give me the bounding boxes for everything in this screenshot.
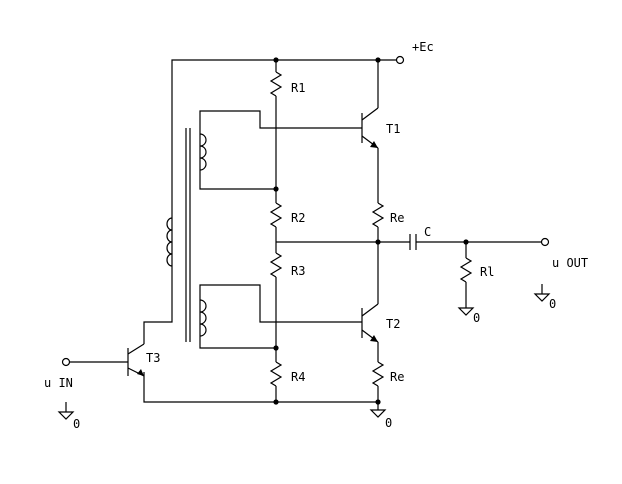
output-label: u OUT (552, 256, 588, 270)
resistor-rl (459, 242, 473, 308)
r3-label: R3 (291, 264, 305, 278)
supply-terminal[interactable] (395, 55, 405, 65)
transistor-t3 (127, 270, 173, 377)
gnd-load-label: 0 (473, 311, 480, 325)
transistor-t2 (361, 242, 379, 343)
resistor-r4 (269, 348, 283, 402)
lower-secondary-winding (199, 284, 362, 349)
capacitor-c (409, 234, 542, 250)
transistor-t1 (361, 60, 379, 149)
resistor-r1 (269, 60, 283, 189)
input-terminal[interactable] (61, 357, 71, 367)
t3-label: T3 (146, 351, 160, 365)
r4-label: R4 (291, 370, 305, 384)
load-ground-icon (457, 307, 475, 316)
resistor-re-bottom (371, 342, 385, 410)
output-terminal[interactable] (540, 237, 550, 247)
gnd-in-label: 0 (73, 417, 80, 431)
gnd-re-label: 0 (385, 416, 392, 430)
resistor-re-top (371, 148, 385, 242)
input-ground-icon (57, 402, 75, 420)
resistor-r3 (269, 252, 283, 348)
upper-secondary-winding (199, 110, 362, 190)
t1-label: T1 (386, 122, 400, 136)
supply-label: +Ec (412, 40, 434, 54)
load-label: Rl (480, 265, 494, 279)
re-top-label: Re (390, 211, 404, 225)
output-ground-icon (533, 284, 551, 302)
re-ground-icon (369, 409, 387, 418)
input-label: u IN (44, 376, 73, 390)
resistor-r2 (269, 189, 283, 253)
bottom-rail (143, 372, 381, 405)
t2-label: T2 (386, 317, 400, 331)
transformer (166, 128, 191, 342)
gnd-out-label: 0 (549, 297, 556, 311)
capacitor-label: C (424, 225, 431, 239)
re-bottom-label: Re (390, 370, 404, 384)
r2-label: R2 (291, 211, 305, 225)
r1-label: R1 (291, 81, 305, 95)
